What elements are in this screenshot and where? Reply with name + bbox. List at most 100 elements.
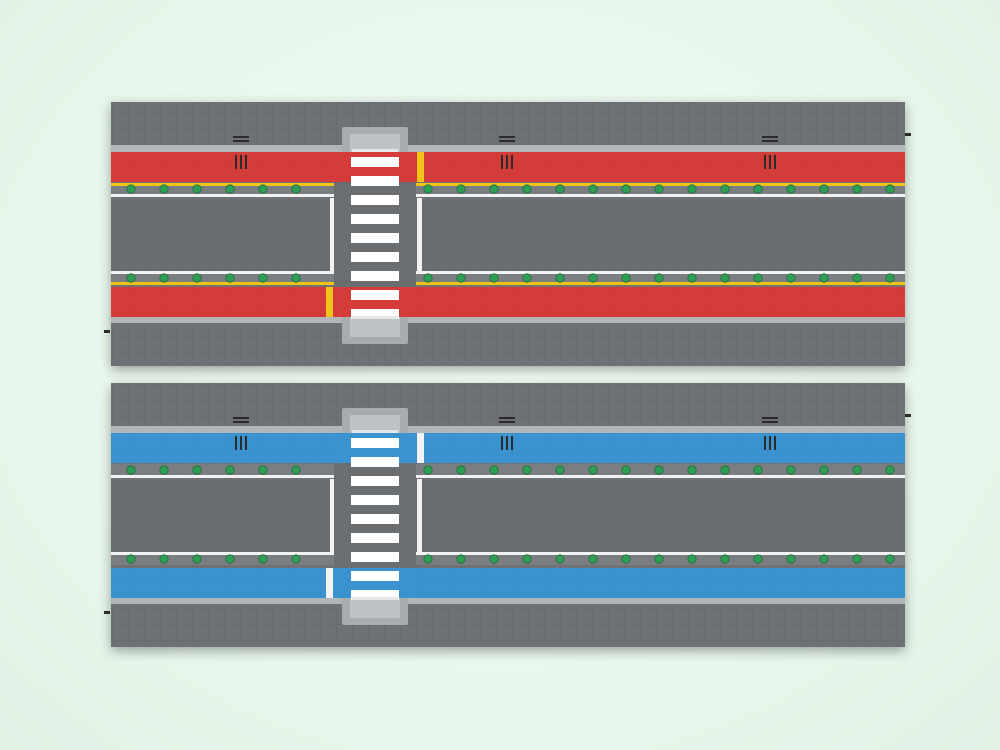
- stud-icon: [423, 273, 433, 283]
- zebra-stripe: [351, 438, 399, 448]
- zebra-stripe: [351, 590, 399, 600]
- drain-grate-icon: [762, 136, 778, 169]
- zebra-stripe: [351, 157, 399, 167]
- stud-icon: [225, 184, 235, 194]
- stud-icon: [720, 273, 730, 283]
- drain-slot: [245, 155, 247, 169]
- curb-top: [111, 145, 905, 152]
- grate-bar: [762, 421, 778, 423]
- crosswalk-edge-upper: [417, 152, 424, 182]
- drain-grate-icon: [499, 417, 515, 450]
- stud-icon: [159, 273, 169, 283]
- stud-icon: [885, 465, 895, 475]
- edge-line-yellow: [111, 183, 905, 186]
- stud-icon: [720, 184, 730, 194]
- stud-icon: [687, 273, 697, 283]
- stud-icon: [423, 465, 433, 475]
- edge-line-white: [111, 194, 905, 197]
- center-edge-right: [417, 479, 422, 555]
- drain-slot: [240, 436, 242, 450]
- stud-icon: [126, 273, 136, 283]
- stud-icon: [423, 554, 433, 564]
- center-edge-right: [417, 198, 422, 274]
- curb-bottom: [111, 316, 905, 323]
- crosswalk-cap-bottom: [352, 597, 398, 600]
- stud-icon: [555, 465, 565, 475]
- stud-icon: [192, 273, 202, 283]
- zebra-stripe: [351, 290, 399, 300]
- connector-pin-icon: [104, 611, 110, 614]
- stud-icon: [819, 273, 829, 283]
- drain-grate-icon: [233, 136, 249, 169]
- stud-icon: [126, 554, 136, 564]
- stud-icon: [786, 273, 796, 283]
- drain-slot: [774, 436, 776, 450]
- stud-icon: [192, 554, 202, 564]
- stud-icon: [522, 465, 532, 475]
- grate-bar: [499, 417, 515, 419]
- stud-icon: [126, 465, 136, 475]
- stud-icon: [621, 554, 631, 564]
- drain-slot: [764, 436, 766, 450]
- drain-grate-icon: [499, 136, 515, 169]
- stud-strip: [111, 464, 905, 476]
- drain-slot: [240, 155, 242, 169]
- stud-icon: [621, 273, 631, 283]
- stud-icon: [489, 554, 499, 564]
- stud-icon: [258, 465, 268, 475]
- stud-icon: [885, 184, 895, 194]
- zebra-stripe: [351, 571, 399, 581]
- center-road-grid: [111, 481, 905, 553]
- stud-icon: [522, 273, 532, 283]
- stud-icon: [720, 465, 730, 475]
- road-panel-blue: [104, 383, 911, 647]
- drain-slot: [245, 436, 247, 450]
- drain-slot: [506, 155, 508, 169]
- stud-icon: [654, 273, 664, 283]
- zebra-stripe: [351, 195, 399, 205]
- stud-icon: [885, 554, 895, 564]
- stud-icon: [225, 554, 235, 564]
- zebra-stripe: [351, 495, 399, 505]
- connector-pin-icon: [905, 133, 911, 136]
- zebra-stripe: [351, 252, 399, 262]
- stud-icon: [654, 184, 664, 194]
- stud-icon: [786, 465, 796, 475]
- connector-pin-icon: [104, 330, 110, 333]
- grate-bar: [499, 140, 515, 142]
- stud-icon: [555, 554, 565, 564]
- drain-slot: [511, 436, 513, 450]
- curb-top: [111, 426, 905, 433]
- stud-icon: [456, 554, 466, 564]
- stud-icon: [522, 554, 532, 564]
- stud-icon: [885, 273, 895, 283]
- stud-strip: [111, 272, 905, 284]
- crosswalk-cap-top: [352, 149, 398, 152]
- stud-icon: [588, 273, 598, 283]
- stud-icon: [192, 184, 202, 194]
- crosswalk-edge-upper: [417, 433, 424, 463]
- stud-strip: [111, 553, 905, 565]
- stud-icon: [588, 184, 598, 194]
- bus-lane-lower-grid: [111, 568, 905, 598]
- drain-grate-icon: [762, 417, 778, 450]
- stud-icon: [159, 465, 169, 475]
- edge-line-white: [111, 271, 905, 274]
- stud-icon: [753, 465, 763, 475]
- zebra-stripe: [351, 309, 399, 319]
- center-road-grid: [111, 200, 905, 272]
- edge-line-yellow: [111, 282, 905, 285]
- stud-icon: [588, 554, 598, 564]
- drain-slot: [774, 155, 776, 169]
- grate-bar: [233, 421, 249, 423]
- stud-icon: [753, 184, 763, 194]
- grate-bar: [762, 417, 778, 419]
- stud-icon: [852, 554, 862, 564]
- stud-icon: [291, 184, 301, 194]
- stud-icon: [588, 465, 598, 475]
- stud-icon: [489, 465, 499, 475]
- stud-icon: [819, 465, 829, 475]
- zebra-stripe: [351, 533, 399, 543]
- grate-bar: [499, 421, 515, 423]
